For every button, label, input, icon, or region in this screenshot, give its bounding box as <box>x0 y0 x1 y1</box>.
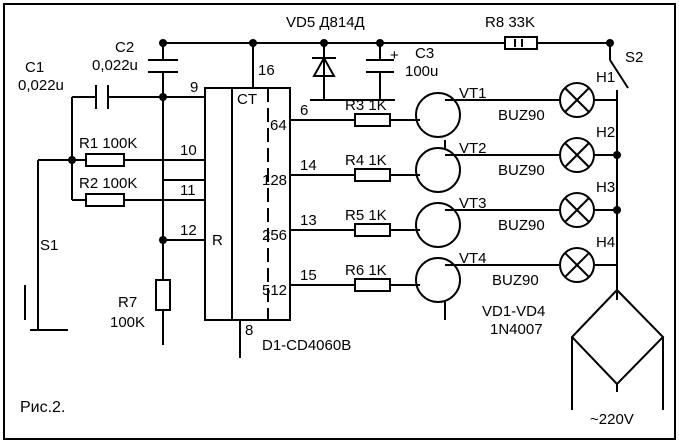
supply-label: ~220V <box>590 411 634 428</box>
r7-value: 100K <box>110 314 145 331</box>
pin-10: 10 <box>180 142 197 159</box>
pin-11: 11 <box>180 182 196 199</box>
bridge-name: VD1-VD4 <box>482 303 545 320</box>
vt1-transistor <box>415 92 461 138</box>
c3-capacitor <box>366 59 394 73</box>
h1-label: H1 <box>596 69 615 86</box>
ic-name: D1-CD4060B <box>262 337 351 354</box>
lamp-h4 <box>559 247 595 283</box>
ic-body <box>204 87 291 321</box>
pin-15: 15 <box>300 267 317 284</box>
vt3-type: BUZ90 <box>498 217 545 234</box>
c2-name: C2 <box>115 39 134 56</box>
c2-capacitor <box>148 59 178 73</box>
vt3-name: VT3 <box>459 195 487 212</box>
r3-label: R3 1K <box>345 97 387 114</box>
lamp-h3 <box>559 192 595 228</box>
r2-resistor <box>85 193 125 207</box>
ic-ct-label: CT <box>237 91 257 108</box>
r1-label: R1 100K <box>79 135 137 152</box>
lamp-h1 <box>559 82 595 118</box>
vt4-transistor <box>415 257 461 303</box>
c1-name: C1 <box>25 59 44 76</box>
figure-border <box>3 3 676 440</box>
vd5-zener-diode <box>312 55 336 77</box>
c3-polarity: + <box>390 47 399 64</box>
ic-reset-label: R <box>212 232 223 249</box>
vd5-label: VD5 Д814Д <box>286 14 365 31</box>
figure-caption: Рис.2. <box>20 399 65 416</box>
s1-label: S1 <box>40 237 58 254</box>
h3-label: H3 <box>596 179 615 196</box>
lamp-h2 <box>559 137 595 173</box>
h4-label: H4 <box>596 234 615 251</box>
r8-resistor <box>504 36 538 50</box>
vt4-name: VT4 <box>459 250 487 267</box>
r6-label: R6 1K <box>345 262 387 279</box>
r4-label: R4 1K <box>345 152 387 169</box>
pin-6: 6 <box>300 102 308 119</box>
r8-label: R8 33K <box>485 14 535 31</box>
pin-8: 8 <box>245 322 253 339</box>
r5-label: R5 1K <box>345 207 387 224</box>
out-512: 512 <box>262 282 287 299</box>
r5-resistor <box>354 223 391 237</box>
pin-16: 16 <box>258 62 275 79</box>
s2-label: S2 <box>625 49 643 66</box>
out-64: 64 <box>270 117 287 134</box>
pin-13: 13 <box>300 212 317 229</box>
c1-value: 0,022u <box>18 77 64 94</box>
r2-label: R2 100K <box>79 175 137 192</box>
s1-switch <box>24 270 68 331</box>
vt1-name: VT1 <box>459 85 487 102</box>
wires <box>37 42 665 410</box>
out-128: 128 <box>262 172 287 189</box>
vt1-type: BUZ90 <box>498 107 545 124</box>
r6-resistor <box>354 278 391 292</box>
out-256: 256 <box>262 227 287 244</box>
c3-value: 100u <box>405 63 438 80</box>
s2-switch <box>609 59 629 89</box>
pin-14: 14 <box>300 157 317 174</box>
h2-label: H2 <box>596 124 615 141</box>
c1-capacitor <box>95 85 109 109</box>
bridge-type: 1N4007 <box>490 321 543 338</box>
r7-name: R7 <box>118 294 137 311</box>
c2-value: 0,022u <box>92 57 138 74</box>
vt4-type: BUZ90 <box>492 272 539 289</box>
vt3-transistor <box>415 202 461 248</box>
vt2-transistor <box>415 147 461 193</box>
r7-resistor <box>155 279 171 311</box>
vt2-type: BUZ90 <box>498 162 545 179</box>
r4-resistor <box>354 168 391 182</box>
junctions <box>68 39 621 244</box>
c3-name: C3 <box>415 45 434 62</box>
pin-12: 12 <box>180 222 197 239</box>
vt2-name: VT2 <box>459 140 487 157</box>
pin-9: 9 <box>190 79 198 96</box>
r1-resistor <box>85 153 125 167</box>
r3-resistor <box>354 113 391 127</box>
